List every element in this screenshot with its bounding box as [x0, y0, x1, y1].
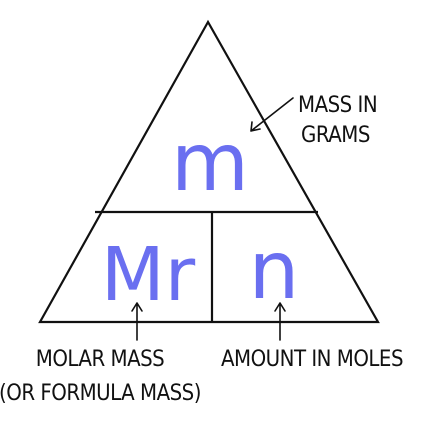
triangle-outline [38, 19, 380, 324]
moles-arrow [274, 302, 286, 341]
variable-m: m [171, 116, 249, 209]
moles-label: AMOUNT IN MOLES [221, 347, 403, 372]
variable-n: n [249, 224, 300, 317]
mass-arrow [250, 97, 294, 132]
molar-mass-arrow [131, 302, 143, 341]
molar-mass-label-line1: MOLAR MASS [36, 347, 165, 372]
molar-mass-label-line2: (OR FORMULA MASS) [0, 381, 201, 406]
variable-mr: Mr [101, 232, 196, 318]
mass-label-line2: GRAMS [301, 123, 370, 148]
mass-label-line1: MASS IN [298, 93, 377, 118]
